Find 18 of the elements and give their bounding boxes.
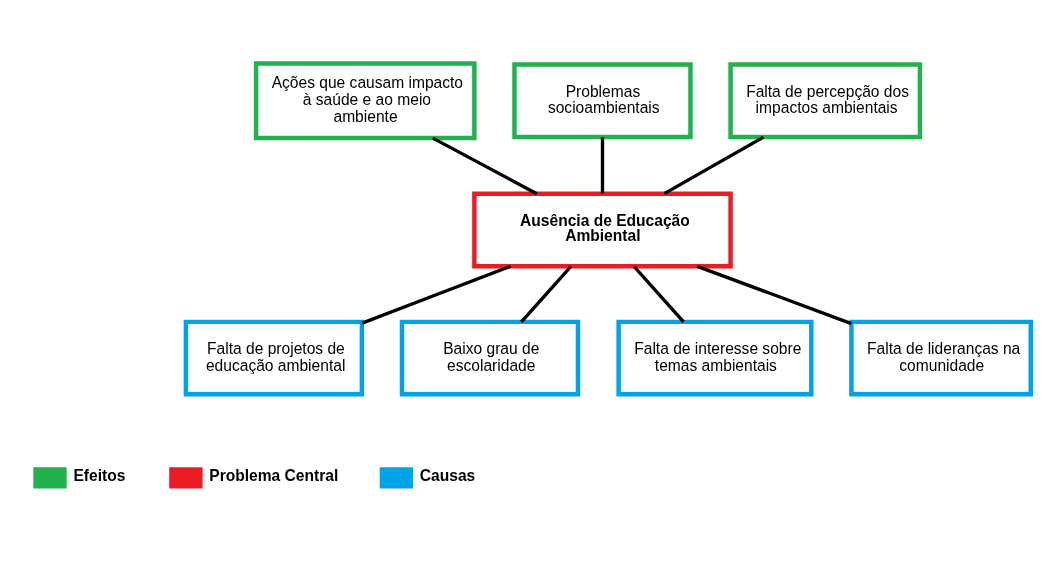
connector — [432, 136, 538, 195]
node-box: Baixo grau de escolaridade — [399, 319, 581, 396]
connector — [361, 264, 512, 325]
node-box: Falta de interesse sobre temas ambientais — [616, 319, 814, 396]
connector — [632, 264, 685, 323]
connector — [663, 135, 765, 195]
node-box: Ações que causam impacto à saúde e ao meio ambiente — [253, 60, 477, 140]
connector — [696, 264, 852, 325]
legend-label: Causas — [419, 466, 476, 484]
connector — [520, 264, 573, 323]
legend-label: Problema Central — [209, 466, 339, 484]
node-box: Falta de projetos de educação ambiental — [183, 319, 365, 396]
node-box: Ausência de Educação Ambiental — [472, 191, 733, 268]
connector — [600, 136, 605, 194]
legend-label: Efeitos — [73, 466, 126, 484]
node-box: Falta de percepção dos impactos ambientais — [728, 61, 923, 139]
node-box: Problemas socioambientais — [512, 61, 693, 139]
node-box: Falta de lideranças na comunidade — [849, 319, 1033, 396]
